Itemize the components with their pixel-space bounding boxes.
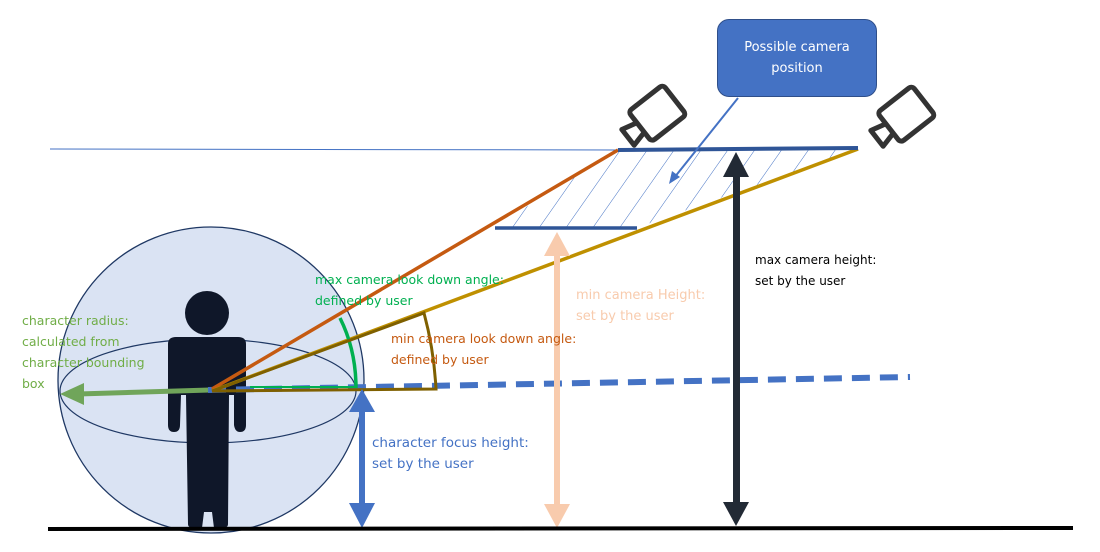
camera-icon — [619, 83, 688, 148]
label-line: calculated from — [22, 334, 120, 349]
min-angle-wedge — [211, 311, 438, 393]
min-look-down-label: min camera look down angle: defined by u… — [391, 328, 576, 370]
max-camera-height-arrow — [723, 152, 749, 526]
focus-height-arrow — [349, 389, 375, 528]
label-line: defined by user — [315, 293, 413, 308]
max-look-down-line — [211, 148, 619, 391]
camera-icon — [868, 84, 937, 149]
label-line: max camera look down angle: — [315, 272, 504, 287]
callout-line: position — [771, 61, 823, 76]
label-line: character radius: — [22, 313, 129, 328]
character-radius-label: character radius: calculated from charac… — [22, 310, 145, 394]
label-line: min camera look down angle: — [391, 331, 577, 346]
min-camera-height-label: min camera Height: set by the user — [576, 285, 705, 327]
label-line: set by the user — [755, 274, 846, 288]
min-camera-height-arrow — [544, 232, 570, 528]
label-line: character bounding — [22, 355, 145, 370]
ground-line — [47, 526, 1074, 531]
max-camera-height-label: max camera height: set by the user — [755, 250, 876, 292]
label-line: min camera Height: — [576, 288, 706, 303]
label-line: max camera height: — [755, 253, 877, 267]
possible-camera-position-callout: Possible camera position — [717, 19, 877, 97]
callout-pointer — [669, 97, 739, 184]
label-line: set by the user — [372, 456, 474, 472]
radius-arrow — [60, 383, 211, 405]
label-line: defined by user — [391, 352, 489, 367]
max-angle-arc — [338, 317, 358, 389]
label-line: set by the user — [576, 309, 674, 324]
max-look-down-label: max camera look down angle: defined by u… — [315, 269, 504, 311]
label-line: box — [22, 376, 45, 391]
callout-line: Possible camera — [744, 40, 850, 55]
max-height-reference-line — [49, 148, 619, 151]
max-height-platform — [617, 146, 859, 152]
label-line: character focus height: — [372, 435, 529, 451]
character-focus-height-label: character focus height: set by the user — [372, 433, 529, 475]
